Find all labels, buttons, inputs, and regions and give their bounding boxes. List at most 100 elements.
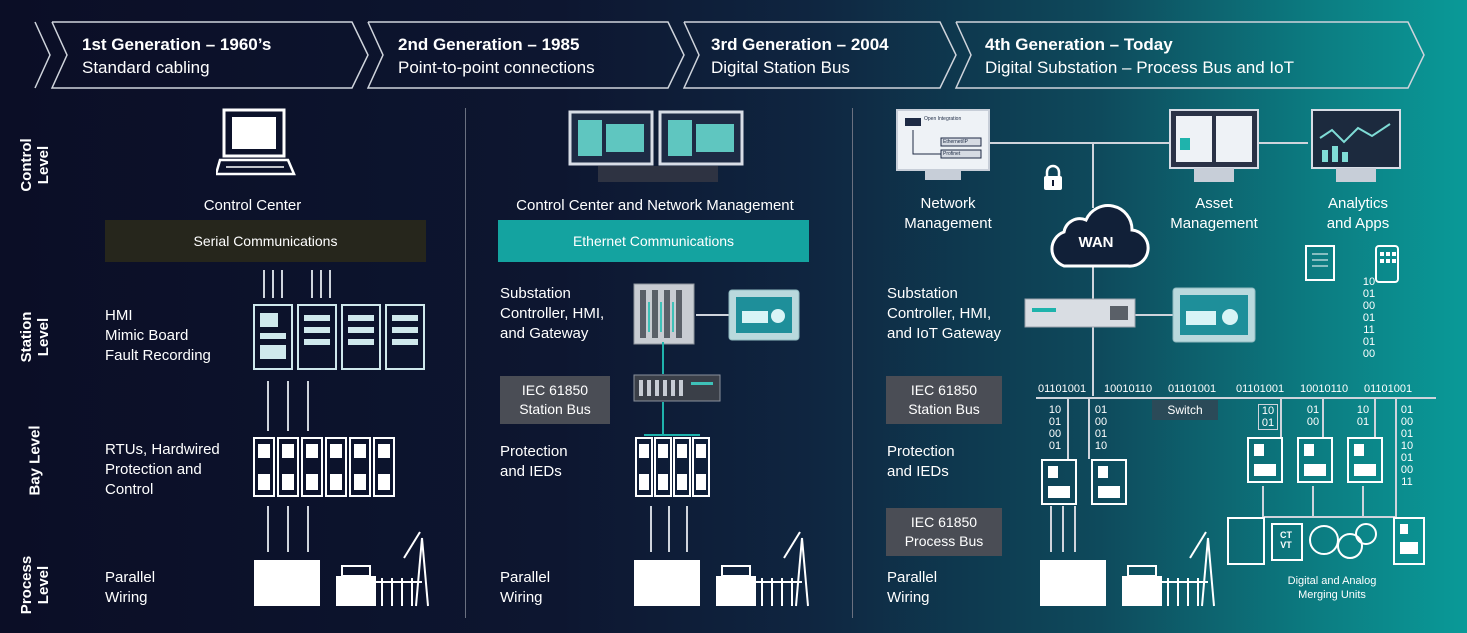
plc-controller-icon xyxy=(633,283,695,345)
wan-link xyxy=(990,142,1170,144)
network-mgmt-monitor-icon xyxy=(896,109,990,180)
gen23-station-line-1: Substation xyxy=(500,285,571,302)
gen23-control-label: Control Center and Network Management xyxy=(516,197,794,214)
station-link xyxy=(1092,266,1094,396)
gen1-serial-bus: Serial Communications xyxy=(105,220,426,262)
gen4-process-line-2: Wiring xyxy=(887,589,930,606)
gen1-bay-line-1: RTUs, Hardwired xyxy=(105,441,220,458)
gen23-process-line-2: Wiring xyxy=(500,589,543,606)
gen4-analytics-line-2: and Apps xyxy=(1326,215,1390,232)
analytics-monitor-icon xyxy=(1311,109,1401,182)
gen1-control-label: Control Center xyxy=(203,197,302,214)
wire xyxy=(267,506,269,552)
gen4-station-line-2: Controller, HMI, xyxy=(887,305,992,322)
gen1-process-line-2: Wiring xyxy=(105,589,148,606)
link-line xyxy=(662,402,664,436)
wire xyxy=(307,381,309,431)
drop-line xyxy=(1088,397,1090,459)
hmi-panel-icon xyxy=(1172,287,1256,343)
wire xyxy=(650,506,652,552)
gen4-analytics-line-1: Analytics xyxy=(1327,195,1389,212)
wire xyxy=(1074,506,1076,552)
wire xyxy=(281,270,283,298)
dual-monitor-icon xyxy=(568,110,744,182)
gen23-bay-line-1: Protection xyxy=(500,443,568,460)
gen4-network-mgmt-line-1: Network xyxy=(920,195,976,212)
ethernet-switch-icon xyxy=(633,374,721,402)
wire xyxy=(668,506,670,552)
lock-icon xyxy=(1044,164,1062,190)
link-line xyxy=(644,434,700,436)
wire xyxy=(263,270,265,298)
level-station: Station Level xyxy=(18,311,52,363)
station-bus-line xyxy=(1036,397,1436,399)
wire xyxy=(272,270,274,298)
rtu-rack-icon xyxy=(253,437,395,497)
merging-unit-icon xyxy=(1227,517,1425,565)
gen23-station-line-3: and Gateway xyxy=(500,325,589,342)
cabinet-icon xyxy=(253,304,425,370)
divider-1 xyxy=(465,108,466,618)
gen4-asset-mgmt-line-2: Management xyxy=(1170,215,1258,232)
bus-bits-1: 01101001 xyxy=(1038,383,1087,395)
gen4-station-line-3: and IoT Gateway xyxy=(887,325,1001,342)
gen2-title: 2nd Generation – 1985 xyxy=(398,35,580,54)
bus-bits-3: 01101001 xyxy=(1168,383,1217,395)
bus-bits-6: 01101001 xyxy=(1364,383,1413,395)
drop-line xyxy=(1312,486,1314,516)
gen1-subtitle: Standard cabling xyxy=(82,58,210,77)
divider-2 xyxy=(852,108,853,618)
gen2-subtitle: Point-to-point connections xyxy=(398,58,595,77)
gen4-asset-mgmt-line-1: Asset xyxy=(1195,195,1233,212)
drop-line xyxy=(1280,397,1282,437)
tablet-app-icon xyxy=(1305,245,1335,281)
wan-cloud-icon xyxy=(1050,204,1150,268)
level-process: Process Level xyxy=(18,555,52,615)
hmi-panel-icon xyxy=(728,289,800,341)
gen4-station-line-1: Substation xyxy=(887,285,958,302)
gen4-bay-line-1: Protection xyxy=(887,443,955,460)
gen4-process-line-1: Parallel xyxy=(887,569,938,586)
drop-line xyxy=(1395,397,1397,517)
wire xyxy=(320,270,322,298)
phone-app-icon xyxy=(1375,245,1399,283)
wire xyxy=(287,506,289,552)
gen1-title: 1st Generation – 1960’s xyxy=(82,35,272,54)
gen3-title: 3rd Generation – 2004 xyxy=(711,35,889,54)
wan-label: WAN xyxy=(1078,234,1114,251)
header-chevron-band xyxy=(34,21,1425,89)
bus-bits-4: 01101001 xyxy=(1236,383,1285,395)
gen1-process-line-1: Parallel xyxy=(105,569,156,586)
wan-link xyxy=(1092,142,1094,208)
gen23-bay-line-2: and IEDs xyxy=(500,463,562,480)
level-bay: Bay Level xyxy=(26,425,44,496)
drop-line xyxy=(1362,486,1364,516)
wire xyxy=(1062,506,1064,552)
gen1-bay-line-3: Control xyxy=(105,481,154,498)
drop-line xyxy=(1374,397,1376,437)
asset-mgmt-monitor-icon xyxy=(1169,109,1259,182)
screen-text-3: Profinet xyxy=(943,151,961,157)
gen23-station-line-2: Controller, HMI, xyxy=(500,305,605,322)
gen23-process-line-1: Parallel xyxy=(500,569,551,586)
switch-label: Switch xyxy=(1152,400,1218,420)
link-line xyxy=(662,342,664,374)
wire xyxy=(686,506,688,552)
ied-unit-icon xyxy=(1041,459,1127,505)
screen-text-2: Ethernet/IP xyxy=(943,139,969,145)
wire xyxy=(307,506,309,552)
gen23-ethernet-bus: Ethernet Communications xyxy=(498,220,809,262)
wire xyxy=(267,381,269,431)
wan-link xyxy=(1250,142,1308,144)
ied-unit-icon xyxy=(1247,437,1383,483)
gen1-station-line-3: Fault Recording xyxy=(105,347,211,364)
